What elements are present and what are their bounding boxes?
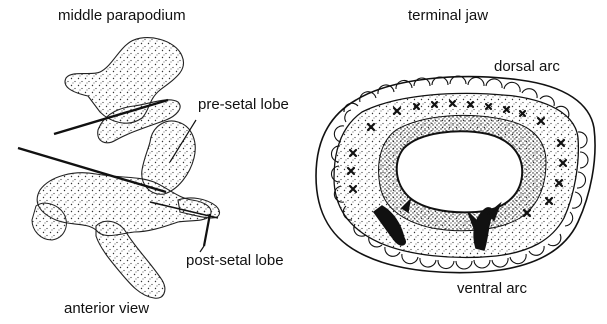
dorsal-arc-label: dorsal arc [494, 58, 560, 76]
jaw-drawing [316, 76, 595, 273]
anterior-view-label: anterior view [64, 300, 149, 318]
pre-setal-label: pre-setal lobe [198, 96, 289, 114]
mouth-opening [397, 131, 522, 212]
ventral-arc-label: ventral arc [457, 280, 527, 298]
right-title: terminal jaw [408, 7, 488, 25]
post-setal-label: post-setal lobe [186, 252, 284, 270]
left-title: middle parapodium [58, 7, 186, 25]
